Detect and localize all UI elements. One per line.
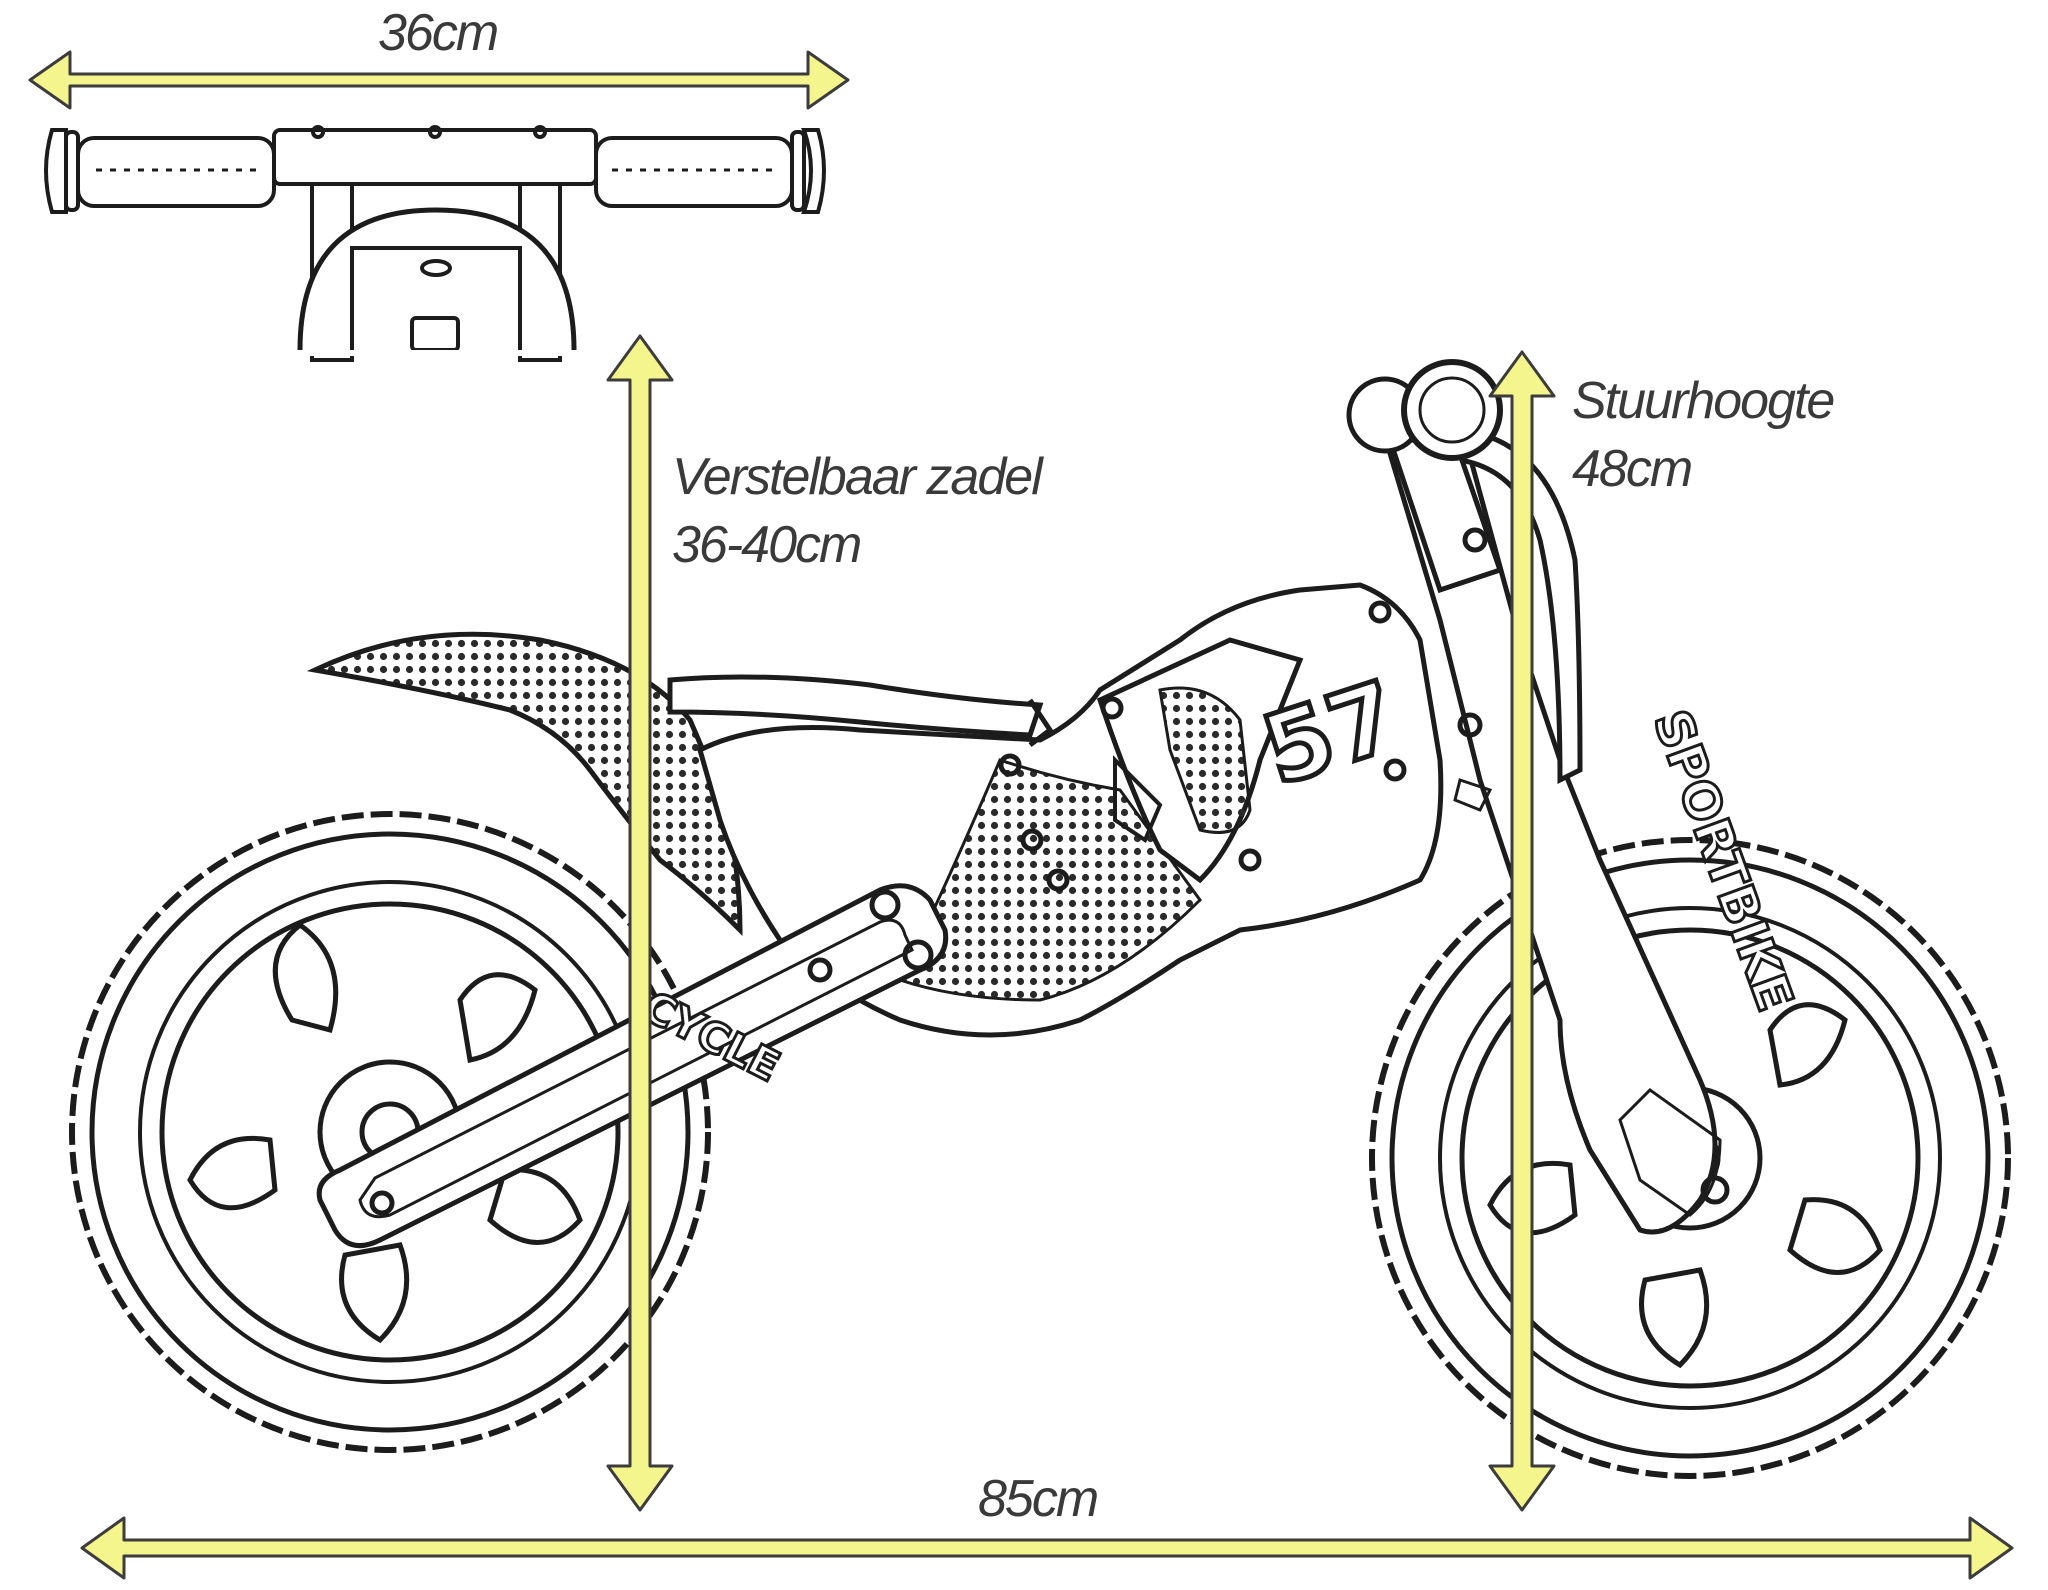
total-length-arrow — [80, 1516, 2014, 1580]
handlebar-width-arrow — [28, 50, 850, 110]
handlebar-height-arrow — [1488, 350, 1556, 1512]
handlebar-height-title: Stuurhoogte — [1572, 372, 1835, 430]
total-length-label: 85cm — [978, 1470, 1099, 1528]
handlebar-top-view — [44, 125, 826, 362]
saddle-range-label: 36-40cm — [672, 516, 862, 574]
saddle-height-arrow — [606, 334, 674, 1512]
rear-wheel — [69, 811, 711, 1453]
saddle — [667, 674, 1044, 738]
handlebar-height-value: 48cm — [1572, 440, 1693, 498]
saddle-label: Verstelbaar zadel — [672, 448, 1043, 506]
handlebar-width-label: 36cm — [378, 4, 499, 62]
front-wheel — [1369, 837, 2011, 1479]
front-fork — [1376, 417, 1718, 1235]
